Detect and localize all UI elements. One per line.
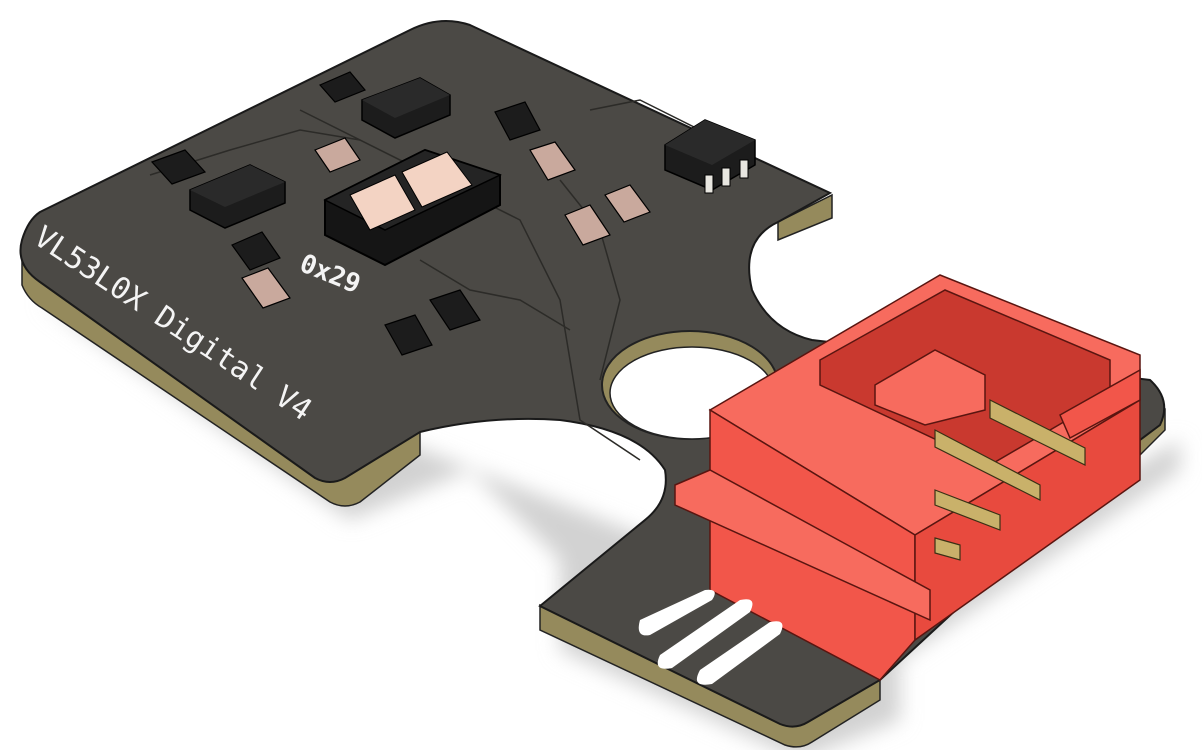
- sensor-window-receiver: [401, 151, 473, 208]
- board-edge: [21, 252, 421, 507]
- regulator-u3: [664, 119, 756, 194]
- edge-contact-pads: [638, 589, 783, 685]
- tab-edge: [539, 603, 881, 748]
- capacitors: [241, 137, 651, 309]
- transistor-u2: [189, 164, 286, 229]
- sensor-window-emitter: [349, 174, 416, 231]
- transistor-u1: [361, 77, 451, 139]
- resistors: [150, 71, 541, 356]
- vl53l0x-sensor: [323, 148, 502, 267]
- connector-pins: [934, 399, 1086, 561]
